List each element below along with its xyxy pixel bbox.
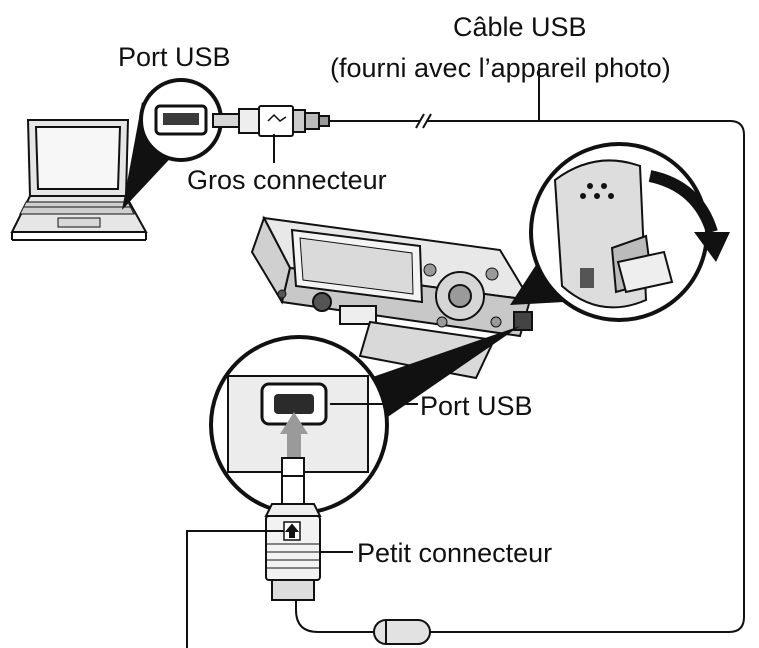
large-connector-label: Gros connecteur xyxy=(187,165,387,195)
large-usb-connector xyxy=(212,105,330,137)
ferrite-core xyxy=(373,619,431,645)
arrow-mark-leader-line xyxy=(186,530,284,648)
camera-port-callout xyxy=(209,326,520,515)
pc-port-callout xyxy=(122,78,223,210)
pc-usb-port-label: Port USB xyxy=(118,42,231,72)
laptop-illustration xyxy=(10,119,148,241)
cable-note-label: (fourni avec l’appareil photo) xyxy=(330,53,671,83)
camera-illustration xyxy=(250,215,533,380)
cover-callout xyxy=(510,142,730,322)
usb-cable xyxy=(295,113,745,633)
small-connector-label: Petit connecteur xyxy=(357,538,553,568)
camera-usb-port-label: Port USB xyxy=(420,391,533,421)
cable-title-label: Câble USB xyxy=(453,12,587,42)
